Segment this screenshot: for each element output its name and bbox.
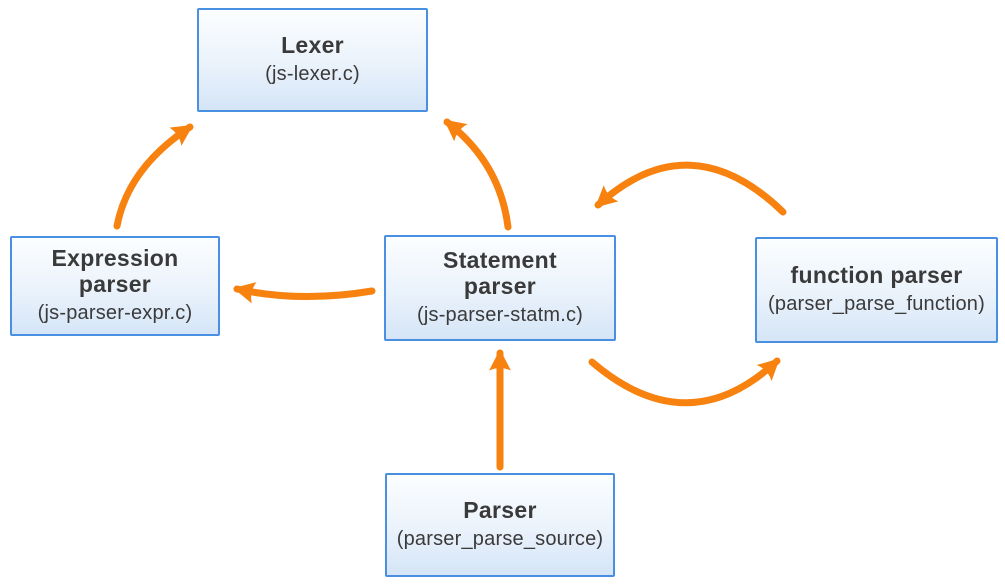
arrow-statement-parser-to-function-parser (588, 357, 781, 407)
node-parser-title: Parser (463, 497, 537, 524)
node-statement-parser-subtitle: (js-parser-statm.c) (416, 303, 584, 326)
node-expression-parser-subtitle: (js-parser-expr.c) (37, 301, 193, 324)
node-function-parser: function parser (parser_parse_function) (755, 237, 998, 343)
node-parser: Parser (parser_parse_source) (385, 473, 615, 577)
node-statement-parser-title: Statement parser (443, 247, 557, 299)
arrow-statement-parser-to-expression-parser (233, 282, 376, 304)
node-function-parser-title: function parser (790, 262, 963, 289)
arrow-statement-parser-to-lexer (443, 118, 512, 231)
node-lexer-title: Lexer (281, 32, 344, 59)
node-lexer: Lexer (js-lexer.c) (197, 8, 428, 112)
node-expression-parser-title: Expression parser (51, 245, 179, 297)
node-statement-parser: Statement parser (js-parser-statm.c) (384, 235, 616, 341)
node-expression-parser: Expression parser (js-parser-expr.c) (10, 236, 220, 336)
node-parser-subtitle: (parser_parse_source) (396, 527, 604, 550)
arrow-expression-parser-to-lexer (113, 123, 194, 230)
node-lexer-subtitle: (js-lexer.c) (265, 62, 360, 85)
arrow-function-parser-to-statement-parser (594, 161, 787, 216)
node-function-parser-subtitle: (parser_parse_function) (768, 292, 985, 315)
